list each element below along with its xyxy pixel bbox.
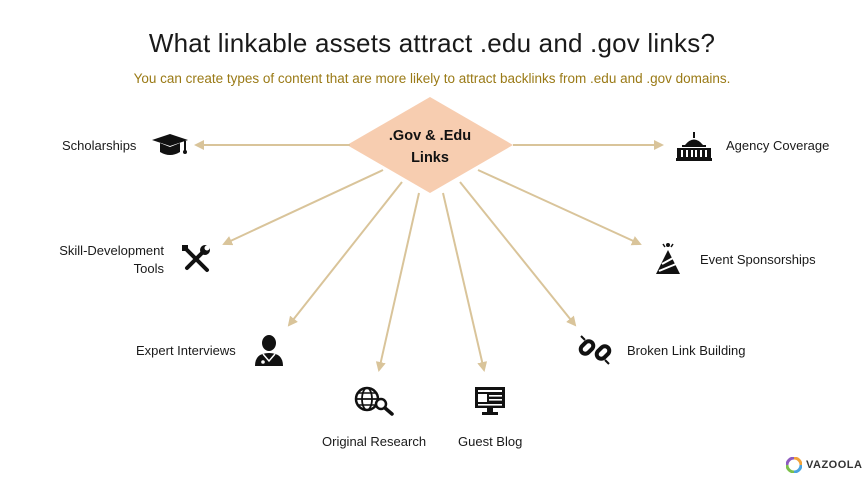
label-broken-link-building: Broken Link Building [627,343,746,358]
label-scholarships: Scholarships [62,138,137,153]
broken-link-icon [578,335,612,365]
label-guest-blog: Guest Blog [458,434,523,449]
vazoola-logo-icon [786,457,802,473]
center-label-line2: Links [411,150,449,166]
center-diamond [347,97,513,193]
label-original-research: Original Research [322,434,427,449]
tools-icon [182,245,210,272]
vazoola-logo-text: VAZOOLA [806,459,863,471]
label-skill-line2: Tools [133,261,164,276]
capitol-building-icon [676,132,712,161]
label-expert-interviews: Expert Interviews [136,343,236,358]
arrow-event-sponsorships [477,169,642,246]
label-agency-coverage: Agency Coverage [726,138,830,153]
arrow-guest-blog [442,192,488,372]
label-event-sponsorships: Event Sponsorships [700,252,816,267]
graduation-cap-icon [152,134,188,155]
page-subtitle: You can create types of content that are… [133,71,731,86]
monitor-icon [475,387,505,415]
page-title: What linkable assets attract .edu and .g… [148,28,716,58]
party-hat-icon [656,243,680,274]
doctor-icon [255,335,283,366]
center-label-line1: .Gov & .Edu [388,128,472,144]
label-skill-line1: Skill-Development [59,243,164,258]
globe-search-icon [354,386,394,416]
arrow-expert-interviews [287,181,403,327]
label-skill-development-tools: Skill-Development Tools [40,242,164,278]
arrow-skill-development-tools [222,169,384,246]
arrow-original-research [375,192,420,372]
center-node-label: .Gov & .Edu Links [375,125,485,169]
vazoola-logo: VAZOOLA [786,457,862,473]
arrow-broken-link-building [459,181,577,327]
